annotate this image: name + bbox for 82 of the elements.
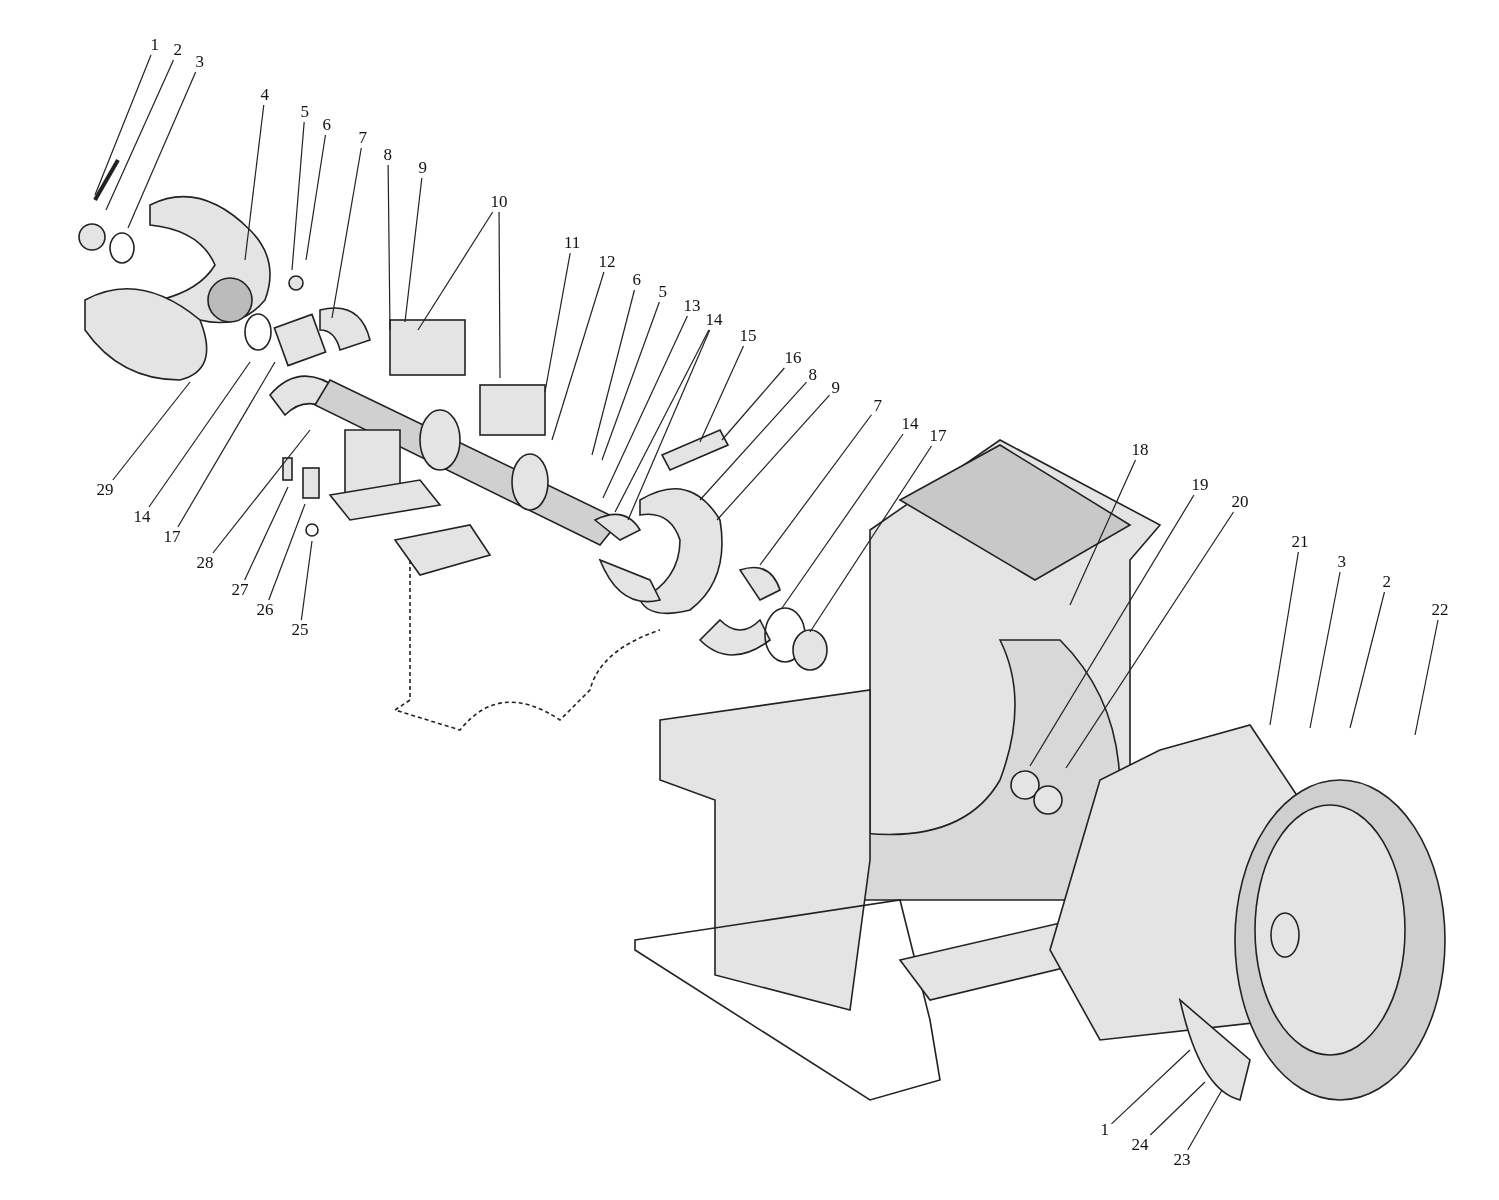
callout-number: 5: [657, 283, 668, 301]
callout-number: 12: [597, 253, 617, 271]
callout-number: 29: [95, 481, 115, 499]
leader-line: [417, 211, 494, 331]
leader-line: [601, 301, 660, 461]
leader-line: [781, 433, 904, 609]
leader-line: [614, 329, 710, 513]
callout-number: 5: [299, 103, 310, 121]
callout-number: 20: [1230, 493, 1250, 511]
callout-number: 13: [682, 297, 702, 315]
callout-number: 14: [132, 508, 152, 526]
callout-number: 3: [194, 53, 205, 71]
leader-line: [112, 381, 191, 481]
leader-line: [591, 289, 636, 456]
leader-line: [331, 147, 362, 319]
leader-line: [268, 503, 306, 601]
callout-number: 17: [928, 427, 948, 445]
leader-line: [387, 164, 391, 331]
leader-line: [1110, 1049, 1191, 1125]
callout-number: 23: [1172, 1151, 1192, 1169]
callout-number: 22: [1430, 601, 1450, 619]
leader-line: [1349, 591, 1386, 729]
leader-line: [1309, 571, 1341, 729]
leader-line: [105, 59, 175, 211]
callout-number: 27: [230, 581, 250, 599]
leader-line: [551, 271, 605, 441]
callout-number: 18: [1130, 441, 1150, 459]
leader-line: [244, 486, 289, 581]
leader-line: [404, 177, 423, 323]
callout-number: 9: [417, 159, 428, 177]
leader-line: [212, 429, 311, 554]
leader-line: [127, 71, 197, 229]
leader-line: [759, 414, 873, 566]
callout-number: 25: [290, 621, 310, 639]
callout-number: 6: [321, 116, 332, 134]
callout-number: 2: [172, 41, 183, 59]
callout-number: 28: [195, 554, 215, 572]
callout-number: 10: [489, 193, 509, 211]
callout-number: 1: [1099, 1121, 1110, 1139]
callout-number: 21: [1290, 533, 1310, 551]
callout-number: 24: [1130, 1136, 1150, 1154]
callout-number: 14: [900, 415, 920, 433]
callout-number: 7: [357, 129, 368, 147]
leader-line: [1187, 1089, 1223, 1151]
leader-line: [1069, 459, 1137, 606]
callout-number: 26: [255, 601, 275, 619]
callout-number: 14: [704, 311, 724, 329]
leader-line: [1149, 1081, 1206, 1136]
callout-number: 7: [872, 397, 883, 415]
leader-line: [544, 252, 571, 393]
leader-line: [177, 361, 276, 528]
leader-line: [699, 345, 745, 443]
callout-number: 9: [830, 379, 841, 397]
leader-line: [1029, 494, 1195, 767]
leader-line: [300, 540, 313, 621]
callout-number: 16: [783, 349, 803, 367]
leader-line: [244, 104, 265, 261]
leader-line: [305, 134, 327, 261]
leader-line: [1414, 619, 1439, 736]
callout-number: 11: [563, 234, 582, 252]
leader-line: [94, 54, 152, 196]
callout-number: 17: [162, 528, 182, 546]
leader-line: [498, 211, 501, 379]
callout-number: 2: [1381, 573, 1392, 591]
callout-number: 15: [738, 327, 758, 345]
leader-line: [1269, 551, 1299, 726]
callout-number: 8: [382, 146, 393, 164]
callout-number: 19: [1190, 476, 1210, 494]
callout-number: 6: [631, 271, 642, 289]
leader-line: [148, 361, 251, 508]
callout-number: 4: [259, 86, 270, 104]
leader-line: [1065, 511, 1235, 769]
callout-number: 1: [149, 36, 160, 54]
leader-line: [716, 394, 831, 521]
callout-number: 3: [1336, 553, 1347, 571]
callout-number: 8: [807, 366, 818, 384]
leader-line: [602, 315, 688, 499]
leader-line: [699, 381, 808, 501]
leader-line: [627, 329, 711, 521]
leader-line: [721, 367, 785, 441]
leader-line: [809, 445, 933, 633]
leader-line: [291, 121, 305, 271]
